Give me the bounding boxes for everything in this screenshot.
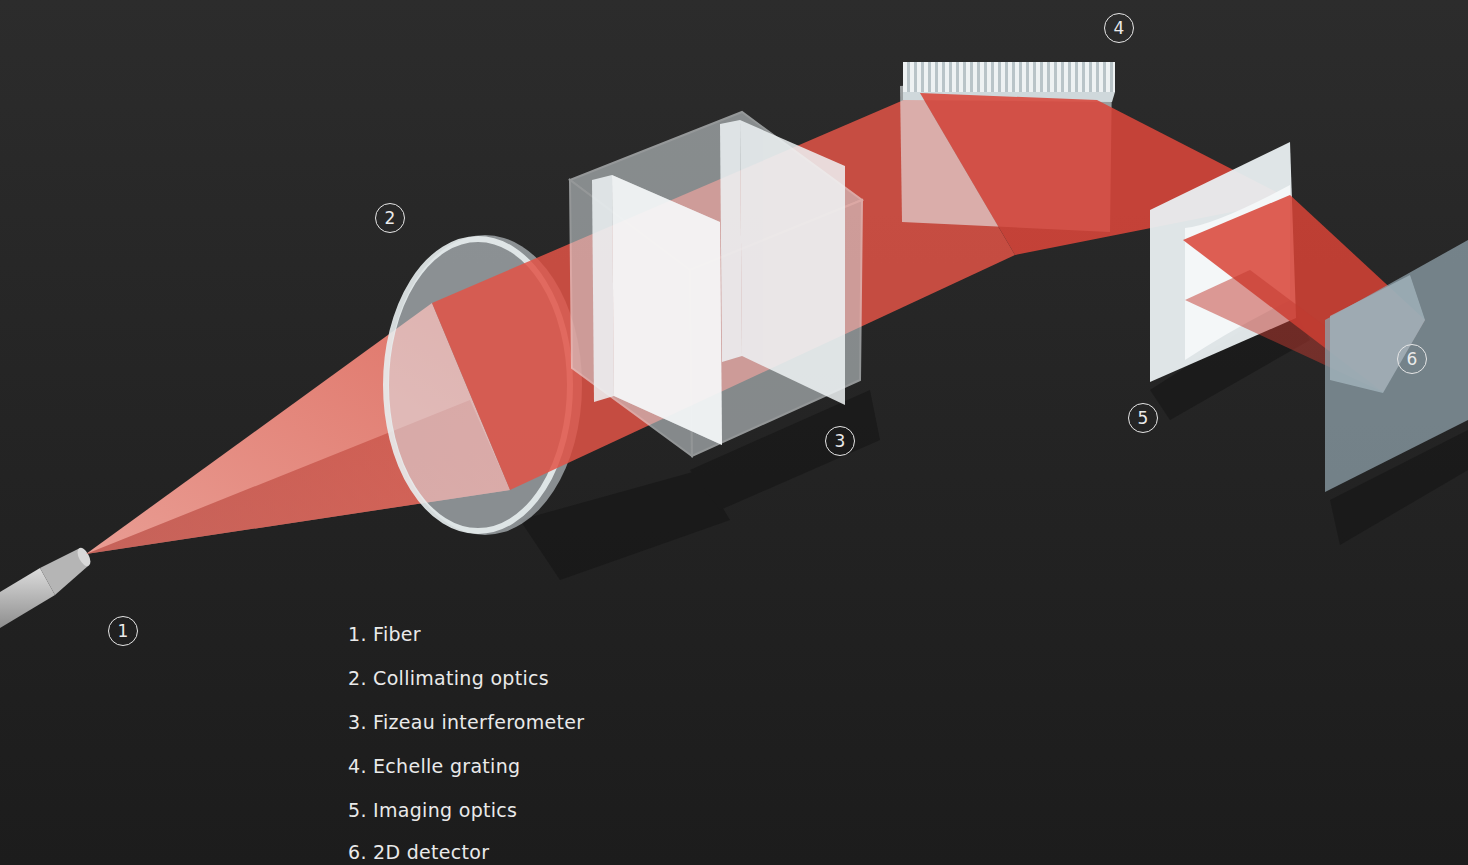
callout-number: 3 bbox=[825, 426, 855, 456]
callout-number: 1 bbox=[108, 616, 138, 646]
part-name: 2. Collimating optics bbox=[348, 667, 549, 689]
callout-number: 4 bbox=[1104, 13, 1134, 43]
callout-number: 2 bbox=[375, 203, 405, 233]
part-name: 4. Echelle grating bbox=[348, 755, 520, 777]
part-name: 1. Fiber bbox=[348, 623, 421, 645]
part-name: 3. Fizeau interferometer bbox=[348, 711, 584, 733]
part-name: 5. Imaging optics bbox=[348, 799, 517, 821]
callout-number: 5 bbox=[1128, 403, 1158, 433]
part-name: 6. 2D detector bbox=[348, 841, 489, 863]
callout-number: 6 bbox=[1397, 344, 1427, 374]
